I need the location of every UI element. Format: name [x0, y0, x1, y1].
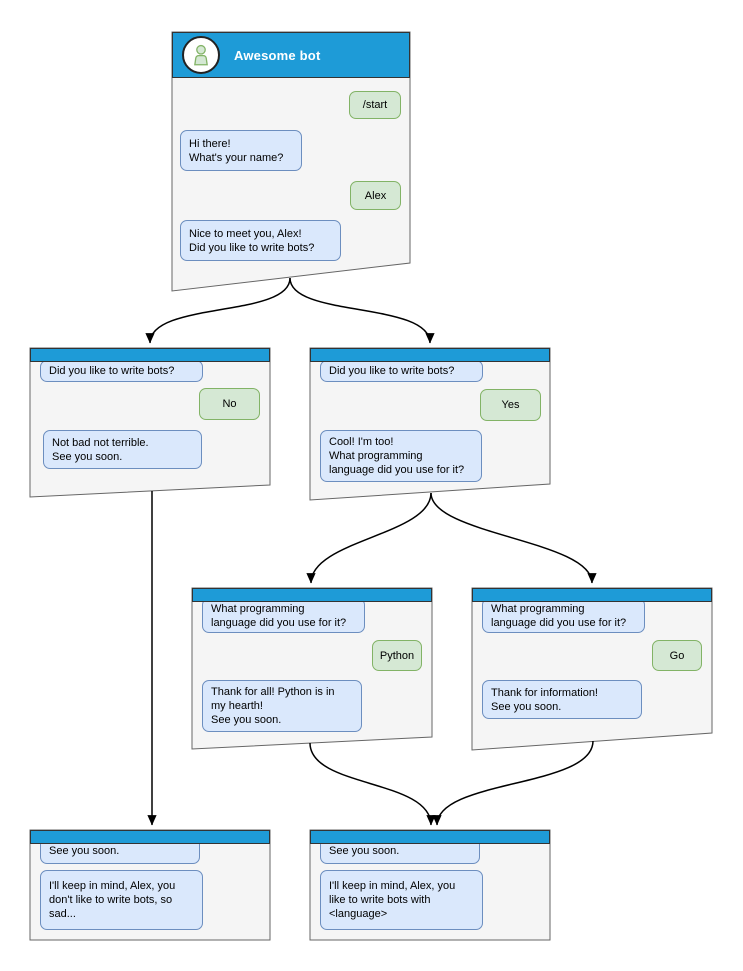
bot-message-bubble: Thank for all! Python is in my hearth! S…	[202, 680, 362, 732]
bot-message-bubble: Cool! I'm too! What programming language…	[320, 430, 482, 482]
titlebar-branch-yes	[310, 348, 550, 362]
arrow-branch-yes-to-lang-go	[430, 492, 597, 584]
titlebar-end-no	[30, 830, 270, 844]
bot-message-bubble: Did you like to write bots?	[40, 360, 203, 382]
bot-message-bubble: Did you like to write bots?	[320, 360, 483, 382]
titlebar-lang-go	[472, 588, 712, 602]
bot-message-bubble: Not bad not terrible. See you soon.	[43, 430, 202, 469]
titlebar-end-yes	[310, 830, 550, 844]
titlebar-lang-python	[192, 588, 432, 602]
user-message-bubble: Python	[372, 640, 422, 671]
user-message-bubble: /start	[349, 91, 401, 119]
bot-message-bubble: Nice to meet you, Alex! Did you like to …	[180, 220, 341, 261]
arrow-lang-go-to-end-yes	[432, 740, 594, 826]
titlebar-branch-no	[30, 348, 270, 362]
bot-message-bubble: I'll keep in mind, Alex, you don't like …	[40, 870, 203, 930]
bot-message-bubble: Hi there! What's your name?	[180, 130, 302, 171]
arrow-start-to-branch-yes	[289, 277, 435, 344]
person-icon	[194, 44, 208, 66]
arrow-lang-python-to-end-yes	[309, 742, 436, 826]
bot-message-bubble: I'll keep in mind, Alex, you like to wri…	[320, 870, 483, 930]
user-message-bubble: Yes	[480, 389, 541, 421]
bot-message-bubble: What programming language did you use fo…	[202, 598, 365, 633]
user-message-bubble: No	[199, 388, 260, 420]
arrow-branch-yes-to-lang-python	[306, 492, 432, 584]
arrow-start-to-branch-no	[145, 277, 291, 344]
main-window-header: Awesome bot	[172, 32, 410, 78]
bot-message-bubble: What programming language did you use fo…	[482, 598, 645, 633]
bot-avatar	[182, 36, 220, 74]
bot-name-title: Awesome bot	[234, 47, 321, 63]
bot-message-bubble: Thank for information! See you soon.	[482, 680, 642, 719]
user-message-bubble: Alex	[350, 181, 401, 210]
user-message-bubble: Go	[652, 640, 702, 671]
